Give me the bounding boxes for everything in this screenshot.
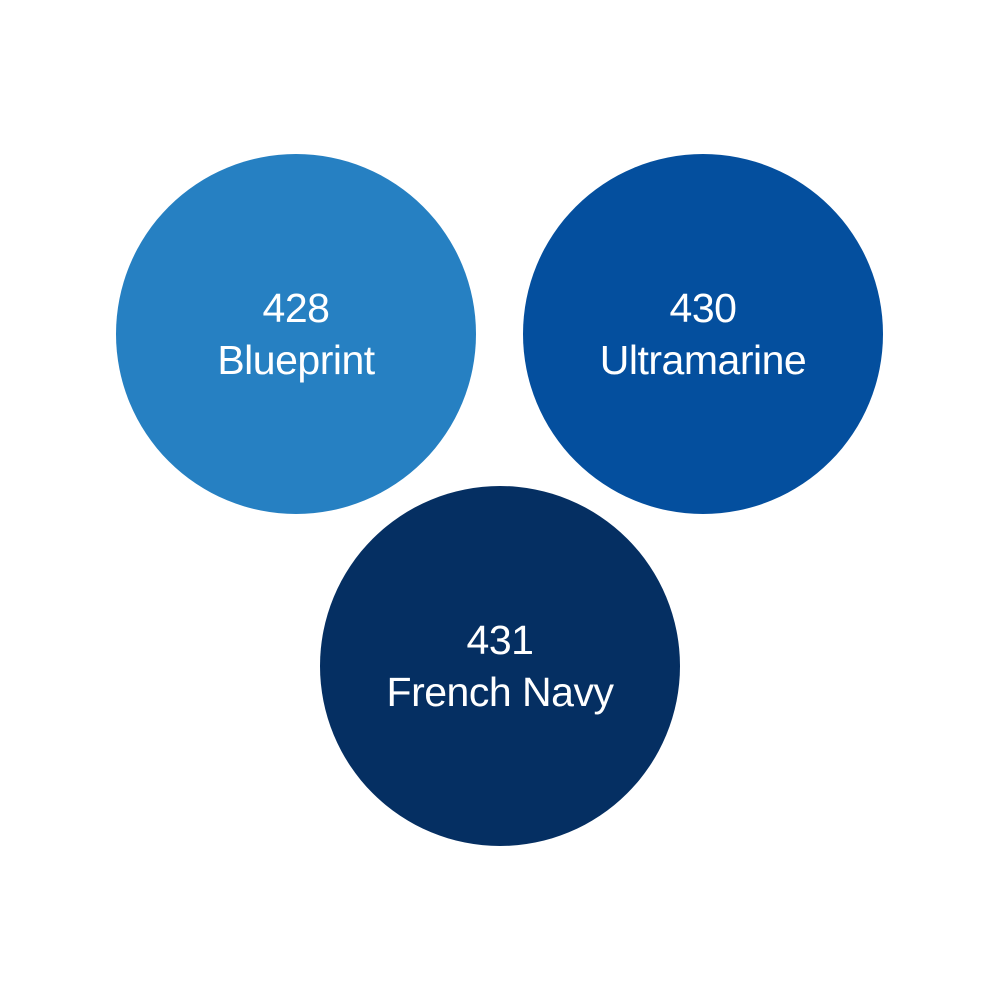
swatch-name: Blueprint xyxy=(217,337,375,383)
swatch-french-navy: 431 French Navy xyxy=(320,486,680,846)
swatch-blueprint: 428 Blueprint xyxy=(116,154,476,514)
swatch-code: 431 xyxy=(466,617,534,663)
swatch-ultramarine: 430 Ultramarine xyxy=(523,154,883,514)
swatch-name: Ultramarine xyxy=(599,337,807,383)
swatch-code: 430 xyxy=(669,285,737,331)
swatch-name: French Navy xyxy=(386,669,614,715)
swatch-code: 428 xyxy=(262,285,330,331)
